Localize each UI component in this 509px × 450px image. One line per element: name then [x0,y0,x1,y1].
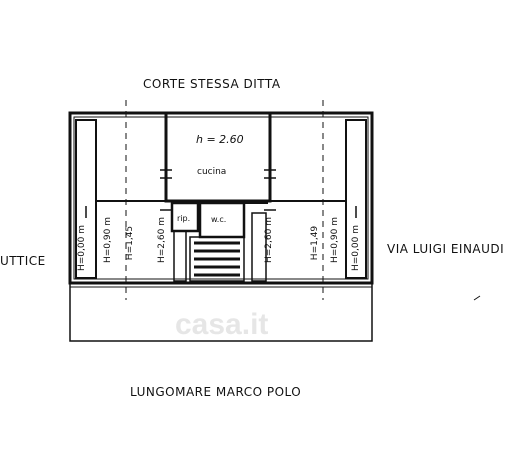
left-street-label: UTTICE [0,254,46,268]
wc-label: w.c. [211,215,227,224]
kitchen-walls [164,111,272,203]
height-far-right: H=0,00 m [351,225,361,271]
right-strip [345,119,367,279]
stairs [189,236,245,282]
height-right-1: H=0,90 m [330,217,340,263]
terrace [69,282,373,342]
top-street-label: CORTE STESSA DITTA [143,77,281,91]
right-street-label: VIA LUIGI EINAUDI [387,242,505,256]
kitchen-height-note: h = 2.60 [196,133,244,146]
left-strip [75,119,97,279]
storage-label: rip. [177,214,191,223]
height-right-2: H=1,49 [310,225,320,261]
bottom-street-label: LUNGOMARE MARCO POLO [130,385,302,399]
height-left-2: H=1,45 [125,225,135,261]
height-left-1: H=0,90 m [103,217,113,263]
watermark: casa.it [175,308,269,341]
height-left-3: H=2,60 m [157,217,167,263]
height-far-left: H=0,00 m [77,225,87,271]
height-right-3: H=2,60 m [264,217,274,263]
kitchen-label: cucina [197,167,227,177]
